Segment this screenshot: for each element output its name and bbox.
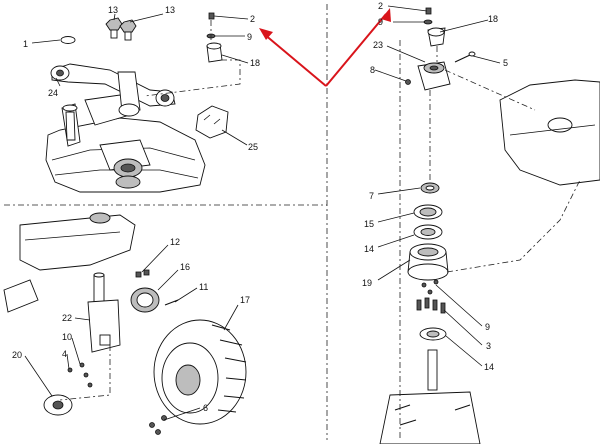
callout-9: 9 (485, 322, 490, 332)
panel-dividers (4, 4, 328, 440)
callout-12: 12 (170, 237, 180, 247)
callout-13: 13 (108, 5, 118, 15)
callout-24: 24 (48, 88, 58, 98)
top-left-assembly (45, 12, 241, 193)
callout-5: 5 (503, 58, 508, 68)
callout-2: 2 (250, 14, 255, 24)
callout-13: 13 (165, 5, 175, 15)
callout-20: 20 (12, 350, 22, 360)
callout-14: 14 (484, 362, 494, 372)
callout-6: 6 (203, 403, 208, 413)
callout-14: 14 (364, 244, 374, 254)
callout-8: 8 (370, 65, 375, 75)
callout-16: 16 (180, 262, 190, 272)
callout-9: 9 (247, 32, 252, 42)
callout-25: 25 (248, 142, 258, 152)
callout-7: 7 (369, 191, 374, 201)
callout-22: 22 (62, 313, 72, 323)
callout-labels: 1 13 13 2 9 18 24 25 2 9 18 23 8 5 7 15 … (12, 1, 508, 413)
callout-3: 3 (486, 341, 491, 351)
callout-15: 15 (364, 219, 374, 229)
callout-18: 18 (488, 14, 498, 24)
callout-10: 10 (62, 332, 72, 342)
callout-17: 17 (240, 295, 250, 305)
callout-4: 4 (62, 349, 67, 359)
callout-23: 23 (373, 40, 383, 50)
callout-2: 2 (378, 1, 383, 11)
callout-18: 18 (250, 58, 260, 68)
part-13-nuts (105, 17, 137, 41)
bottom-left-assembly (3, 212, 247, 435)
callout-19: 19 (362, 278, 372, 288)
highlight-arrows (259, 8, 391, 87)
leader-lines (24, 5, 501, 421)
callout-9: 9 (378, 17, 383, 27)
right-assembly (379, 7, 600, 444)
callout-1: 1 (23, 39, 28, 49)
callout-11: 11 (199, 282, 208, 292)
